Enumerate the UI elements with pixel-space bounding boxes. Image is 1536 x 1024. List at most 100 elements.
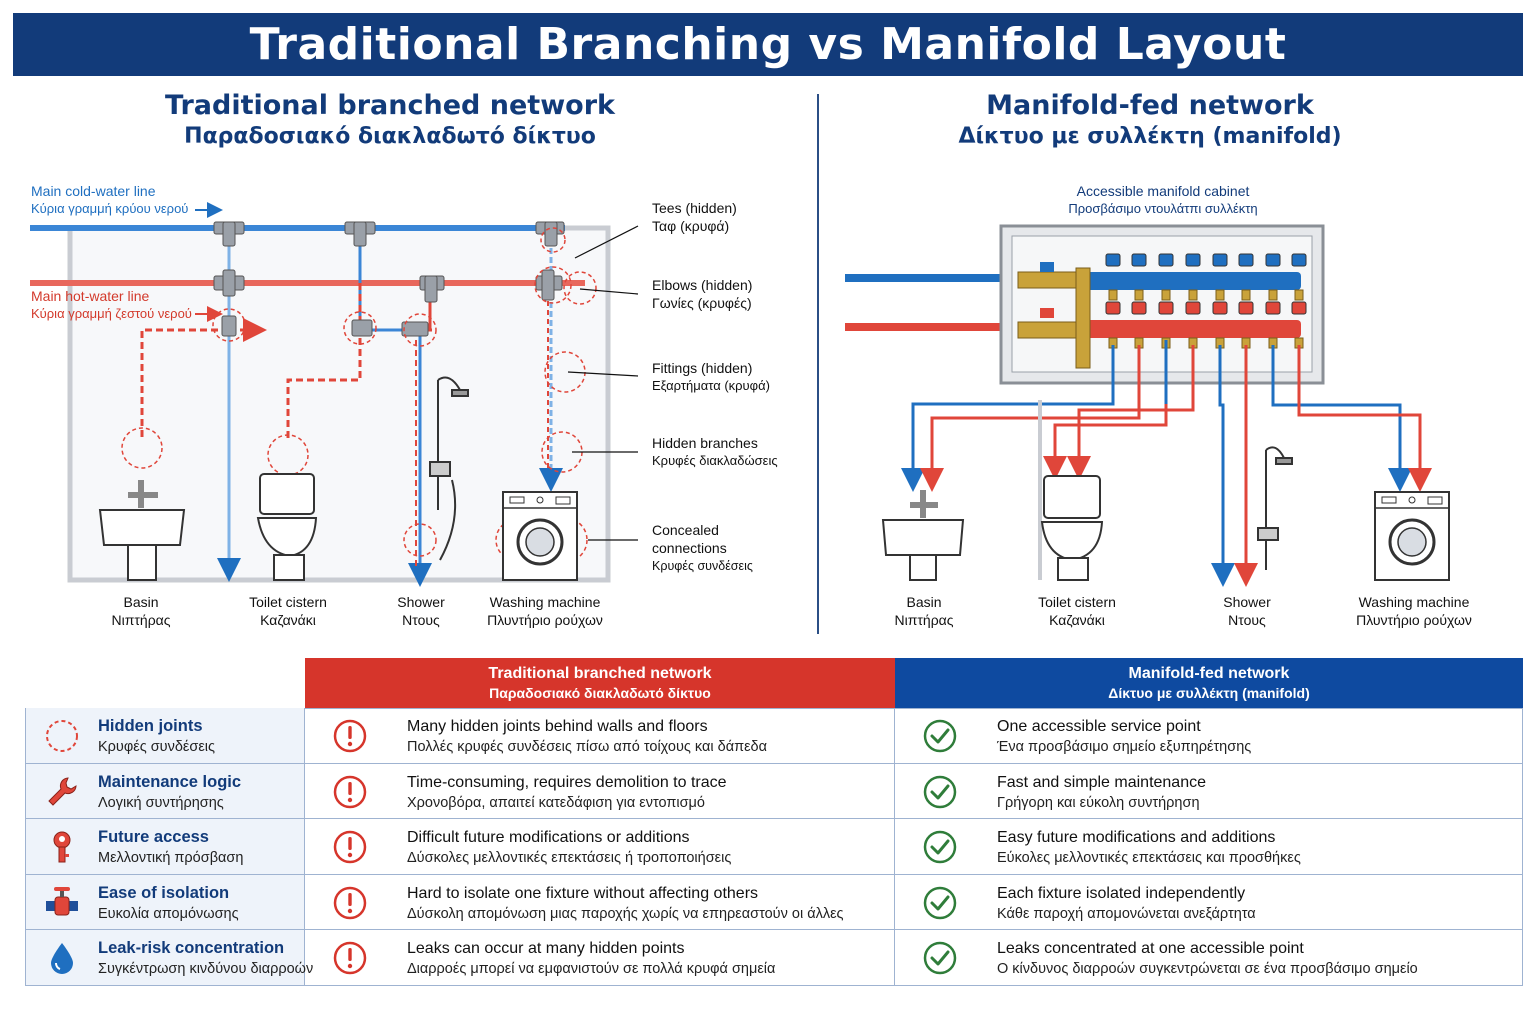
table-header-manifold: Manifold-fed network Δίκτυο με συλλέκτη … xyxy=(895,658,1523,708)
washing-machine-fixture-right xyxy=(1374,491,1450,581)
wrench-icon xyxy=(44,774,80,810)
outlet-valve-handle xyxy=(1291,253,1307,267)
table-header-traditional: Traditional branched network Παραδοσιακό… xyxy=(305,658,895,708)
check-icon xyxy=(922,885,958,921)
check-icon xyxy=(922,940,958,976)
dashed-circle-icon xyxy=(44,718,80,754)
outlet-connector xyxy=(1188,289,1198,301)
plumbing-diagram xyxy=(30,202,1450,587)
basin-fixture xyxy=(98,480,186,581)
warning-icon xyxy=(332,718,368,754)
warning-icon xyxy=(332,885,368,921)
row-traditional: Hard to isolate one fixture without affe… xyxy=(305,874,895,930)
manifold-diagram xyxy=(845,224,1450,587)
shower-fixture xyxy=(429,376,469,561)
check-icon xyxy=(922,718,958,754)
toilet-fixture-right xyxy=(1040,475,1104,581)
check-icon xyxy=(922,774,958,810)
outlet-connector xyxy=(1161,289,1171,301)
warning-icon xyxy=(332,829,368,865)
callout-elbows: Elbows (hidden)Γωνίες (κρυφές) xyxy=(652,277,753,311)
row-traditional: Time-consuming, requires demolition to t… xyxy=(305,763,895,819)
valve-icon xyxy=(44,885,80,921)
water-drop-icon xyxy=(44,940,80,976)
outlet-valve-handle xyxy=(1238,253,1254,267)
row-traditional: Difficult future modifications or additi… xyxy=(305,819,895,874)
page-title: Traditional Branching vs Manifold Layout xyxy=(249,19,1287,70)
key-icon xyxy=(44,829,80,865)
pipe-fittings xyxy=(213,221,565,337)
callout-tees: Tees (hidden)Ταφ (κρυφά) xyxy=(652,200,737,234)
washing-machine-fixture xyxy=(502,491,578,581)
panel-divider xyxy=(817,94,819,634)
row-traditional: Many hidden joints behind walls and floo… xyxy=(305,708,895,763)
outlet-valve-handle xyxy=(1265,253,1281,267)
outlet-connector xyxy=(1268,289,1278,301)
outlet-valve-handle xyxy=(1105,301,1121,315)
title-banner: Traditional Branching vs Manifold Layout xyxy=(13,13,1523,76)
warning-icon xyxy=(332,940,368,976)
toilet-fixture xyxy=(256,473,318,581)
outlet-valve-handle xyxy=(1131,301,1147,315)
check-icon xyxy=(922,829,958,865)
hot-manifold-bar xyxy=(1075,320,1301,338)
outlet-valve-handle xyxy=(1265,301,1281,315)
outlet-connector xyxy=(1215,289,1225,301)
outlet-valve-handle xyxy=(1212,253,1228,267)
traditional-diagram xyxy=(30,202,639,587)
basin-fixture-right xyxy=(881,490,965,581)
outlet-connector xyxy=(1294,289,1304,301)
outlet-connector xyxy=(1108,289,1118,301)
row-manifold: Leaks concentrated at one accessible poi… xyxy=(895,930,1523,985)
hot-line-label: Main hot-water line Κύρια γραμμή ζεστού … xyxy=(31,288,192,321)
right-panel-title: Manifold-fed network Δίκτυο με συλλέκτη … xyxy=(958,90,1342,149)
left-panel-title: Traditional branched network Παραδοσιακό… xyxy=(165,90,615,149)
outlet-valve-handle xyxy=(1105,253,1121,267)
hidden-joint-markers xyxy=(121,227,597,563)
callout-fittings: Fittings (hidden)Εξαρτήματα (κρυφά) xyxy=(652,360,770,393)
outlet-valve-handle xyxy=(1185,301,1201,315)
callout-leaders xyxy=(567,225,639,541)
outlet-valve-handle xyxy=(1158,253,1174,267)
outlet-valve-handle xyxy=(1131,253,1147,267)
distribution-lines xyxy=(901,340,1432,587)
shower-fixture-right xyxy=(1257,446,1293,570)
outlet-valve-handle xyxy=(1185,253,1201,267)
outlet-valve-handle xyxy=(1212,301,1228,315)
warning-icon xyxy=(332,774,368,810)
cold-line-label: Main cold-water line Κύρια γραμμή κρύου … xyxy=(31,183,189,216)
cold-manifold-bar xyxy=(1075,272,1301,290)
outlet-valve-handle xyxy=(1158,301,1174,315)
outlet-connector xyxy=(1134,289,1144,301)
outlet-connector xyxy=(1241,289,1251,301)
outlet-valve-handle xyxy=(1238,301,1254,315)
manifold-outlet-valves xyxy=(1105,253,1307,349)
outlet-valve-handle xyxy=(1291,301,1307,315)
